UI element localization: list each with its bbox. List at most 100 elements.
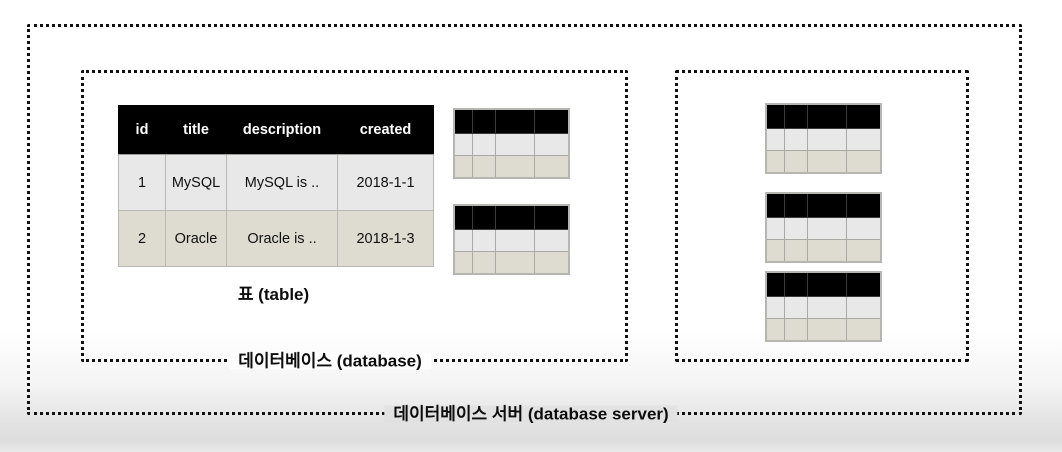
mini-table-row [765, 296, 882, 319]
mini-table [453, 204, 570, 275]
mini-cell [765, 217, 785, 240]
mini-cell [807, 239, 847, 263]
mini-cell [807, 150, 847, 174]
mini-cell [765, 296, 785, 319]
mini-cell [784, 318, 808, 342]
mini-cell [807, 217, 847, 240]
mini-cell [765, 150, 785, 174]
mini-cell [784, 239, 808, 263]
table-row: 2 Oracle Oracle is .. 2018-1-3 [118, 210, 434, 267]
mini-table-row [453, 155, 570, 179]
mini-cell [472, 133, 496, 156]
mini-table [453, 108, 570, 179]
mini-cell [784, 296, 808, 319]
mini-table-row [453, 251, 570, 275]
mini-cell [472, 155, 496, 179]
mini-table [765, 103, 882, 174]
mini-cell [784, 271, 808, 297]
mini-cell [784, 150, 808, 174]
mini-cell [846, 318, 882, 342]
column-header-description: description [226, 105, 338, 155]
mini-cell [765, 318, 785, 342]
main-table: id title description created 1 MySQL MyS… [118, 105, 434, 267]
mini-cell [453, 155, 473, 179]
mini-cell [453, 204, 473, 230]
mini-cell [534, 108, 570, 134]
mini-table [765, 271, 882, 342]
mini-cell [784, 192, 808, 218]
mini-table-header-row [453, 204, 570, 230]
mini-cell [765, 239, 785, 263]
mini-cell [495, 204, 535, 230]
mini-table-header-row [765, 271, 882, 297]
mini-cell [453, 229, 473, 252]
mini-cell [846, 217, 882, 240]
mini-cell [453, 251, 473, 275]
mini-table-header-row [765, 103, 882, 129]
cell-title: MySQL [165, 154, 227, 211]
mini-cell [846, 150, 882, 174]
mini-cell [453, 133, 473, 156]
mini-cell [534, 133, 570, 156]
mini-cell [784, 217, 808, 240]
mini-cell [495, 133, 535, 156]
mini-cell [495, 155, 535, 179]
mini-cell [846, 103, 882, 129]
mini-cell [846, 271, 882, 297]
mini-cell [495, 251, 535, 275]
mini-cell [846, 296, 882, 319]
column-header-created: created [337, 105, 434, 155]
mini-cell [784, 128, 808, 151]
mini-cell [765, 271, 785, 297]
cell-description: MySQL is .. [226, 154, 338, 211]
mini-cell [495, 108, 535, 134]
mini-cell [807, 271, 847, 297]
mini-table-header-row [765, 192, 882, 218]
mini-cell [534, 251, 570, 275]
mini-cell [846, 239, 882, 263]
mini-cell [807, 192, 847, 218]
database-server-container-label: 데이터베이스 서버 (database server) [384, 405, 678, 423]
cell-id: 2 [118, 210, 166, 267]
mini-cell [784, 103, 808, 129]
mini-table-row [765, 318, 882, 342]
cell-title: Oracle [165, 210, 227, 267]
mini-cell [765, 192, 785, 218]
mini-cell [534, 155, 570, 179]
table-header-row: id title description created [118, 105, 434, 155]
mini-cell [453, 108, 473, 134]
cell-description: Oracle is .. [226, 210, 338, 267]
mini-table-row [765, 150, 882, 174]
mini-cell [846, 128, 882, 151]
mini-cell [495, 229, 535, 252]
cell-created: 2018-1-3 [337, 210, 434, 267]
column-header-id: id [118, 105, 166, 155]
mini-table-row [453, 133, 570, 156]
database-container-label: 데이터베이스 (database) [229, 352, 431, 370]
mini-table-row [765, 239, 882, 263]
mini-cell [472, 108, 496, 134]
mini-table-row [453, 229, 570, 252]
mini-cell [807, 296, 847, 319]
mini-cell [765, 128, 785, 151]
mini-table-row [765, 217, 882, 240]
mini-cell [765, 103, 785, 129]
cell-id: 1 [118, 154, 166, 211]
mini-cell [846, 192, 882, 218]
mini-cell [472, 204, 496, 230]
table-caption-label: 표 (table) [237, 285, 310, 304]
mini-table-header-row [453, 108, 570, 134]
mini-cell [534, 204, 570, 230]
mini-table [765, 192, 882, 263]
mini-cell [807, 128, 847, 151]
mini-cell [534, 229, 570, 252]
cell-created: 2018-1-1 [337, 154, 434, 211]
mini-cell [807, 103, 847, 129]
mini-cell [472, 251, 496, 275]
mini-cell [807, 318, 847, 342]
database-container-right [675, 70, 969, 362]
column-header-title: title [165, 105, 227, 155]
table-row: 1 MySQL MySQL is .. 2018-1-1 [118, 154, 434, 211]
mini-cell [472, 229, 496, 252]
